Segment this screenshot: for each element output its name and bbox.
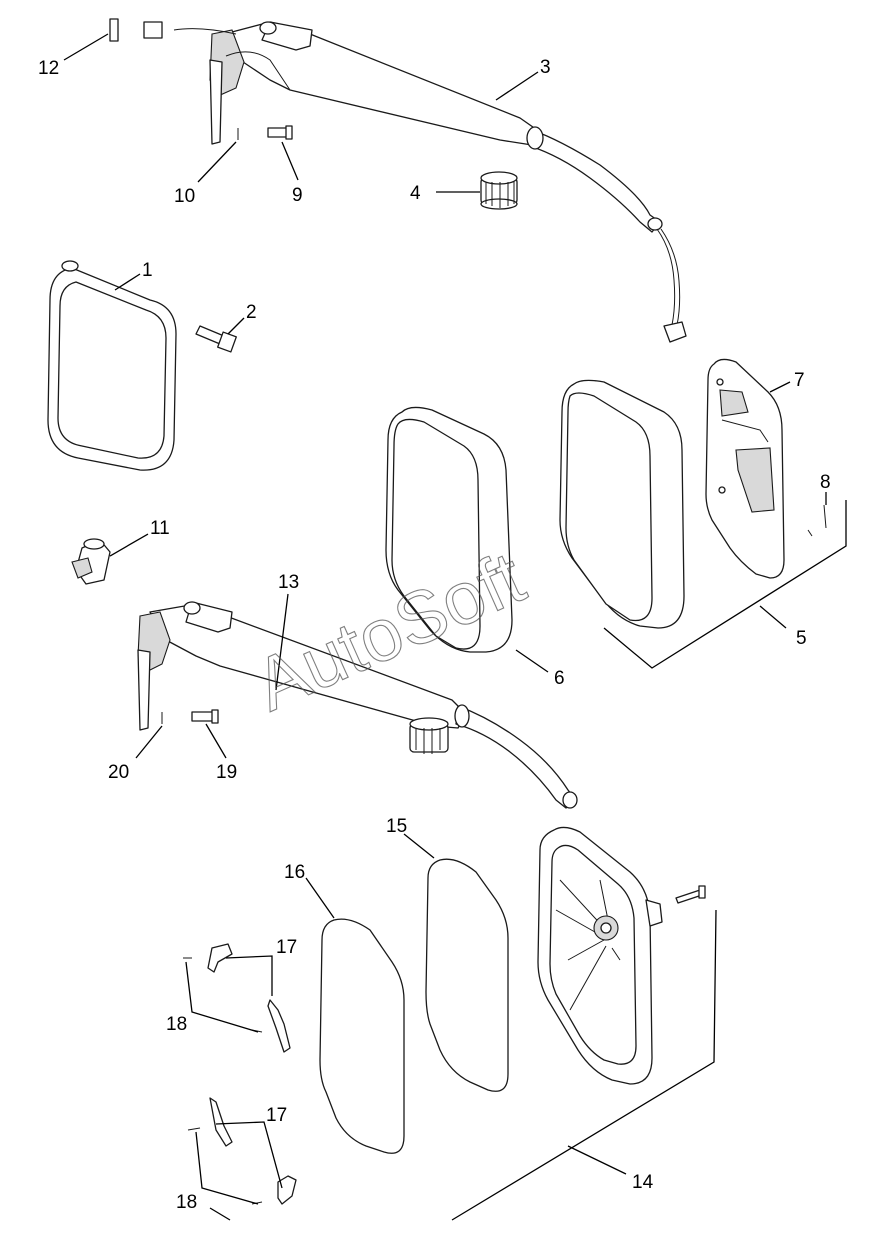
- callout-7: 7: [794, 370, 805, 391]
- part-7-back-cover: [705, 358, 785, 579]
- part-19-bolt: [191, 709, 219, 724]
- callout-1: 1: [142, 260, 153, 281]
- callout-15: 15: [386, 816, 407, 837]
- callout-9: 9: [292, 185, 303, 206]
- part-5-housing-assembly: [559, 379, 685, 629]
- part-14-screw: [675, 885, 706, 904]
- callout-10: 10: [174, 186, 195, 207]
- part-11-connector: [71, 538, 111, 585]
- part-9-bolt: [267, 125, 293, 140]
- part-14-mirror-head: [537, 826, 663, 1085]
- callout-20: 20: [108, 762, 129, 783]
- part-6-mirror-housing: [385, 406, 513, 653]
- part-17-clips-upper: [207, 943, 291, 1053]
- part-1-mirror-frame: [47, 260, 177, 471]
- callout-5: 5: [796, 628, 807, 649]
- callout-2: 2: [246, 302, 257, 323]
- callout-19: 19: [216, 762, 237, 783]
- part-4-adjust-knob: [480, 171, 518, 210]
- callout-6: 6: [554, 668, 565, 689]
- callout-8: 8: [820, 472, 831, 493]
- callout-3: 3: [540, 57, 551, 78]
- lower-mirror-arm: [137, 601, 578, 809]
- upper-mirror-arm: [143, 21, 687, 343]
- part-12-clip: [109, 18, 119, 42]
- part-18-pins-lower: [187, 1127, 263, 1205]
- callout-18-upper: 18: [166, 1014, 187, 1035]
- part-15-mirror-glass: [425, 858, 509, 1092]
- callout-11: 11: [150, 518, 170, 539]
- leader-lines: [63, 33, 847, 1221]
- callout-labels: 12 3 4 10 9 1 2 7 8 11 13 5 6 20 19 15 1…: [38, 57, 831, 1213]
- callout-13: 13: [278, 572, 299, 593]
- callout-12: 12: [38, 58, 59, 79]
- callout-4: 4: [410, 183, 421, 204]
- lower-adjust-knob: [409, 717, 449, 754]
- part-16-mirror-glass: [319, 918, 405, 1154]
- part-17-clips-lower: [209, 1097, 297, 1205]
- callout-18-lower: 18: [176, 1192, 197, 1213]
- part-2-screw: [195, 325, 237, 353]
- callout-17-upper: 17: [276, 937, 297, 958]
- callout-16: 16: [284, 862, 305, 883]
- callout-17-lower: 17: [266, 1105, 287, 1126]
- part-8-screws: [807, 504, 827, 537]
- callout-14: 14: [632, 1172, 654, 1193]
